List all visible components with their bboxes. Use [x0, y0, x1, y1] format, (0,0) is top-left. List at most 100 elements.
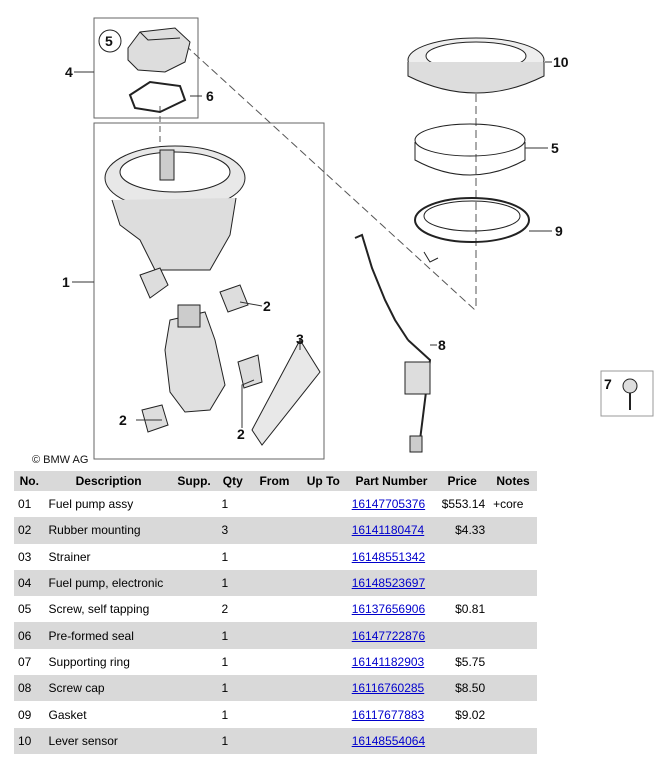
- header-part-number: Part Number: [347, 471, 436, 491]
- part-number-link[interactable]: 16148551342: [351, 549, 426, 564]
- cell-supp: [173, 701, 216, 727]
- parts-diagram: 5 4 6 1 2 3 2 2 10 5 9 8 7 © BMW AG: [32, 17, 654, 466]
- header-description: Description: [44, 471, 173, 491]
- cell-qty: 1: [221, 497, 229, 512]
- cell-qty: 1: [215, 569, 251, 597]
- lever-sensor-part: [354, 233, 432, 453]
- cell-supp: [172, 569, 216, 597]
- cell-up-to: [298, 622, 348, 649]
- cell-qty: 1: [215, 675, 251, 702]
- header-supp: Supp.: [172, 471, 216, 491]
- cell-no: 05: [18, 602, 32, 617]
- strainer-part: [251, 339, 321, 446]
- callout-2a: 2: [263, 298, 271, 314]
- cell-price: [435, 622, 490, 649]
- cell-supp: [173, 491, 216, 517]
- cell-no: 04: [14, 569, 45, 597]
- part-number-link[interactable]: 16137656906: [351, 602, 426, 617]
- header-qty: Qty: [215, 471, 251, 491]
- part-number-link[interactable]: 16141180474: [351, 523, 425, 538]
- cell-price: $5.75: [455, 654, 486, 669]
- part-number-link[interactable]: 16148523697: [351, 576, 426, 591]
- cell-qty: 3: [215, 517, 251, 544]
- part-number-link[interactable]: 16147722876: [351, 628, 426, 643]
- cell-qty: 1: [221, 707, 229, 722]
- cell-notes: [489, 569, 537, 597]
- cell-price: $553.14: [441, 497, 486, 512]
- cell-notes: [489, 701, 537, 727]
- cell-no: 02: [14, 517, 45, 544]
- fuel-pump-assembly-part: [104, 145, 246, 271]
- cell-description: Screw cap: [44, 675, 173, 702]
- cell-no: 07: [18, 654, 32, 669]
- callout-7: 9: [555, 223, 563, 239]
- rubber-mounting-parts: [139, 267, 263, 433]
- callout-4: 4: [65, 64, 73, 80]
- cell-description: Gasket: [48, 707, 87, 722]
- callout-8: 10: [553, 54, 569, 70]
- part-number-link[interactable]: 16141182903: [351, 654, 425, 669]
- leader-lines: [72, 61, 552, 428]
- cell-part-number: 16148523697: [347, 569, 436, 597]
- callout-9: 5: [551, 140, 559, 156]
- cell-from: [250, 569, 299, 597]
- cell-notes: +core: [493, 497, 524, 512]
- part-number-link[interactable]: 16117677883: [351, 707, 425, 722]
- cell-description: Lever sensor: [44, 727, 173, 754]
- cell-supp: [173, 544, 216, 570]
- cell-from: [250, 622, 299, 649]
- cell-no: 10: [14, 727, 45, 754]
- cell-from: [250, 596, 299, 622]
- guide-line-cap: [184, 44, 476, 311]
- header-from: From: [250, 471, 299, 491]
- cell-qty: 1: [221, 549, 229, 564]
- cell-part-number: 16116760285: [347, 675, 436, 702]
- part-number-link[interactable]: 16147705376: [351, 497, 426, 512]
- callout-6: 6: [206, 88, 214, 104]
- cell-supp: [173, 596, 216, 622]
- cell-description: Fuel pump, electronic: [44, 569, 173, 597]
- callout-3: 3: [296, 331, 304, 347]
- part-number-link[interactable]: 16148554064: [351, 733, 426, 748]
- cell-up-to: [299, 701, 348, 727]
- cell-notes: [489, 544, 537, 570]
- callout-1: 1: [62, 274, 70, 290]
- cell-part-number: 16141182903: [348, 649, 436, 675]
- cell-part-number: 16117677883: [348, 701, 436, 727]
- frame-upper: [93, 17, 199, 119]
- copyright-text: © BMW AG: [32, 454, 88, 466]
- cell-description: Supporting ring: [48, 654, 130, 669]
- cell-from: [250, 675, 299, 702]
- part-number-link[interactable]: 16116760285: [351, 681, 425, 696]
- cell-notes: [489, 649, 537, 675]
- cell-supp: [172, 517, 216, 544]
- table-row: 09 Gasket 1 16117677883 $9.02: [14, 701, 537, 727]
- cell-description: Pre-formed seal: [44, 622, 173, 649]
- cell-price: [435, 544, 489, 570]
- cell-price: $9.02: [455, 707, 486, 722]
- cell-supp: [173, 649, 216, 675]
- cell-price: $0.81: [455, 602, 486, 617]
- callout-2b: 2: [237, 426, 245, 442]
- callout-5-screw: 7: [604, 376, 612, 392]
- cell-from: [250, 491, 299, 517]
- table-header-row: No. Description Supp. Qty From Up To Par…: [14, 471, 537, 491]
- screw-part: [622, 378, 638, 410]
- cell-notes: [489, 727, 537, 754]
- cell-part-number: 16148554064: [347, 727, 436, 754]
- cell-from: [250, 517, 299, 544]
- cell-qty: 1: [221, 654, 229, 669]
- cell-part-number: 16141180474: [347, 517, 436, 544]
- cell-price: $8.50: [435, 675, 490, 702]
- callout-5-circle: [98, 29, 122, 53]
- fuel-pump-head-part: [127, 27, 191, 73]
- supporting-ring-part: [414, 197, 530, 263]
- cell-price: [435, 569, 490, 597]
- cell-from: [250, 649, 299, 675]
- parts-table: No. Description Supp. Qty From Up To Par…: [14, 471, 537, 754]
- cell-no: 09: [18, 707, 32, 722]
